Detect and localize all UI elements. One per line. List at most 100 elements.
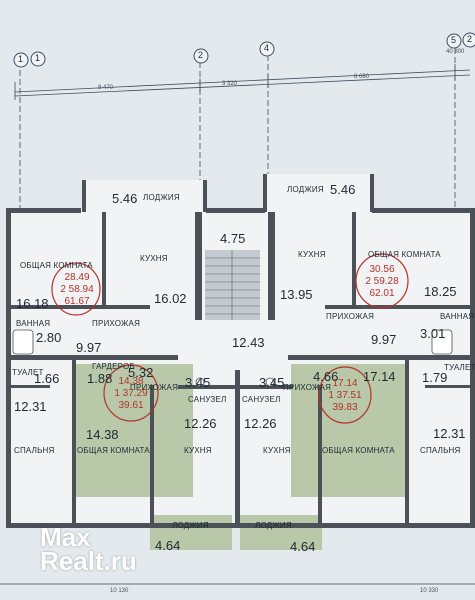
axis-label-1: 1 — [18, 54, 24, 64]
center-right-kitchen-label: КУХНЯ — [263, 446, 291, 455]
center-left-living-area: 14.38 — [86, 427, 119, 442]
dimension-bottom-left: 10 130 — [110, 588, 129, 594]
center-right-san-area: 3.45 — [259, 375, 285, 390]
maxrealt-watermark: Max Realt.ru — [40, 522, 137, 576]
watermark-line1: Max — [40, 522, 91, 552]
toilet-right — [265, 377, 275, 387]
left-hall-area: 9.97 — [76, 340, 102, 355]
loggia-top-left — [82, 180, 207, 214]
apartment-left-line2: 2 58.94 — [60, 284, 94, 295]
dimension-2: 3 320 — [222, 81, 238, 87]
center-left-hall-label: ПРИХОЖАЯ — [130, 383, 179, 392]
loggia-bottom-right-label: ЛОДЖИЯ — [255, 521, 292, 530]
stair-treads — [205, 250, 260, 320]
watermark-line2: Realt.ru — [40, 546, 137, 576]
stair-area: 4.75 — [220, 231, 246, 246]
right-toilet-label: ТУАЛЕТ — [444, 363, 475, 372]
axis-label-2b: 2 — [467, 34, 473, 44]
center-right-san-label: САНУЗЕЛ — [242, 395, 281, 404]
garderob-area-2: 5.32 — [128, 365, 154, 380]
right-kitchen-area: 13.95 — [280, 287, 313, 302]
dimension-bottom-right: 10 330 — [420, 588, 439, 594]
bathtub-right — [431, 329, 453, 355]
apartment-center-left-totals: 14.38 1 37.29 39.61 — [109, 376, 153, 412]
apartment-left-totals: 28.49 2 58.94 61.67 — [57, 272, 97, 308]
right-bath-label: ВАННАЯ — [440, 312, 475, 321]
right-living-label: ОБЩАЯ КОМНАТА — [368, 250, 441, 259]
loggia-bottom-right-area: 4.64 — [290, 539, 316, 554]
center-right-area: 17.14 — [363, 369, 396, 384]
loggia-top-right — [263, 174, 373, 214]
toilet-left — [195, 377, 205, 387]
left-living-area: 16.18 — [16, 296, 49, 311]
right-toilet-area: 1.79 — [422, 370, 448, 385]
left-toilet-label: ТУАЛЕТ — [12, 368, 44, 377]
loggia-bottom-left-label: ЛОДЖИЯ — [172, 521, 209, 530]
loggia-top-right-area: 5.46 — [330, 182, 356, 197]
left-kitchen-label: КУХНЯ — [140, 254, 168, 263]
left-bed-label: СПАЛЬНЯ — [14, 446, 55, 455]
loggia-top-left-label: ЛОДЖИЯ — [143, 193, 180, 202]
dimension-lines — [0, 64, 475, 585]
center-left-san-label: САНУЗЕЛ — [188, 395, 227, 404]
right-hall-label: ПРИХОЖАЯ — [326, 312, 375, 321]
apartment-center-right-line2: 1 37.51 — [328, 390, 362, 401]
right-bed-label: СПАЛЬНЯ — [420, 446, 461, 455]
right-bed-area: 12.31 — [433, 426, 466, 441]
right-living-area: 18.25 — [424, 284, 457, 299]
left-hall-label: ПРИХОЖАЯ — [92, 319, 141, 328]
right-bath-area: 3.01 — [420, 326, 446, 341]
apartment-right-line2: 2 59.28 — [365, 276, 399, 287]
apartment-left-line1: 28.49 — [64, 272, 90, 283]
center-left-kitchen-label: КУХНЯ — [184, 446, 212, 455]
axis-label-1b: 1 — [35, 53, 41, 63]
corridor-area: 12.43 — [232, 335, 265, 350]
loggia-bottom-right-fill — [240, 515, 322, 550]
center-left-san-area: 3.45 — [185, 375, 211, 390]
apartment-center-right-line3: 39.83 — [332, 402, 358, 413]
center-left-apartment-fill — [75, 364, 193, 497]
dimension-1: 8 470 — [98, 85, 114, 91]
left-kitchen-area: 16.02 — [154, 291, 187, 306]
center-right-living-label: ОБЩАЯ КОМНАТА — [322, 446, 395, 455]
staircase — [205, 250, 260, 320]
apartment-center-right-totals: 17.14 1 37.51 39.83 — [323, 378, 367, 414]
apartment-left-line3: 61.67 — [64, 296, 90, 307]
apartment-center-right-line1: 17.14 — [332, 378, 358, 389]
loggia-bottom-left-area: 4.64 — [155, 538, 181, 553]
center-right-hall-label: ПРИХОЖАЯ — [283, 383, 332, 392]
loggia-top-left-area: 5.46 — [112, 191, 138, 206]
apartment-circles — [51, 253, 409, 424]
center-right-apartment-fill — [291, 364, 405, 497]
left-bath-area: 2.80 — [36, 330, 62, 345]
center-left-living-label: ОБЩАЯ КОМНАТА — [77, 446, 150, 455]
garderob-area: 1.88 — [87, 371, 113, 386]
axis-label-5: 5 — [451, 35, 457, 45]
apartment-center-left-line1: 14.38 — [118, 376, 144, 387]
left-bed-area: 12.31 — [14, 399, 47, 414]
apartment-center-left-line3: 39.61 — [118, 400, 144, 411]
left-toilet-area: 1.66 — [34, 371, 60, 386]
garderob-label: ГАРДЕРОБ — [92, 362, 135, 371]
walls — [6, 174, 475, 528]
dimension-3: 8 680 — [354, 74, 370, 80]
apartment-right-line3: 62.01 — [369, 288, 395, 299]
apartment-right-totals: 30.56 2 59.28 62.01 — [361, 264, 403, 300]
center-right-kitchen-area: 12.26 — [244, 416, 277, 431]
right-hall-area: 9.97 — [371, 332, 397, 347]
center-right-hall-area: 4.66 — [313, 369, 339, 384]
dimension-total: 40 800 — [446, 49, 465, 55]
apartment-center-left-line2: 1 37.29 — [114, 388, 148, 399]
left-living-label: ОБЩАЯ КОМНАТА — [20, 261, 93, 270]
bathtub-left — [12, 329, 34, 355]
axis-bubbles — [13, 32, 475, 68]
apartment-right-line1: 30.56 — [369, 264, 395, 275]
left-bath-label: ВАННАЯ — [16, 319, 51, 328]
axis-label-4: 4 — [264, 43, 270, 53]
center-left-kitchen-area: 12.26 — [184, 416, 217, 431]
loggia-top-right-label: ЛОДЖИЯ — [287, 185, 324, 194]
right-kitchen-label: КУХНЯ — [298, 250, 326, 259]
loggia-bottom-left-fill — [150, 515, 232, 550]
axis-label-2: 2 — [198, 50, 204, 60]
